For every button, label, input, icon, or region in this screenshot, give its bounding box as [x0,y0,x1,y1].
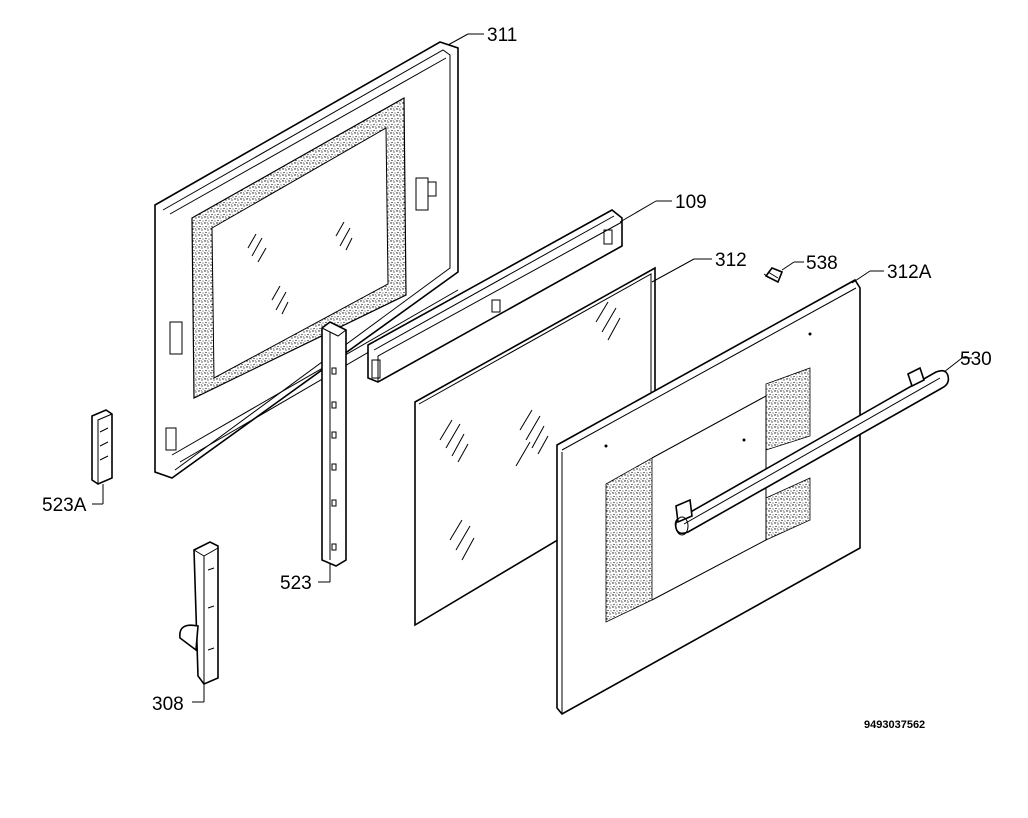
leader-538 [781,261,795,271]
label-312: 312 [715,250,747,271]
label-523A: 523A [42,495,87,516]
leader-109 [619,200,657,223]
label-530: 530 [960,349,992,370]
leader-312 [651,258,695,283]
label-308: 308 [152,694,184,715]
vertical-strip-523 [321,321,347,567]
leader-530 [943,357,963,373]
label-523: 523 [280,573,312,594]
label-109: 109 [675,192,707,213]
door-handle-530 [674,366,950,536]
outer-glass-312A [556,278,861,716]
leader-312A [851,270,871,284]
diagram-reference-number: 9493037562 [864,719,925,731]
print-zone-left [605,457,653,623]
channel-strip-109 [367,209,623,383]
leader-311 [447,33,469,46]
label-311: 311 [487,25,517,46]
hinge-308 [179,541,219,685]
bracket-523A [91,409,113,485]
screw-538 [763,267,784,284]
frame-window-glass [211,127,389,379]
inner-door-frame-311 [154,41,459,479]
label-538: 538 [806,253,838,274]
label-312A: 312A [887,262,932,283]
